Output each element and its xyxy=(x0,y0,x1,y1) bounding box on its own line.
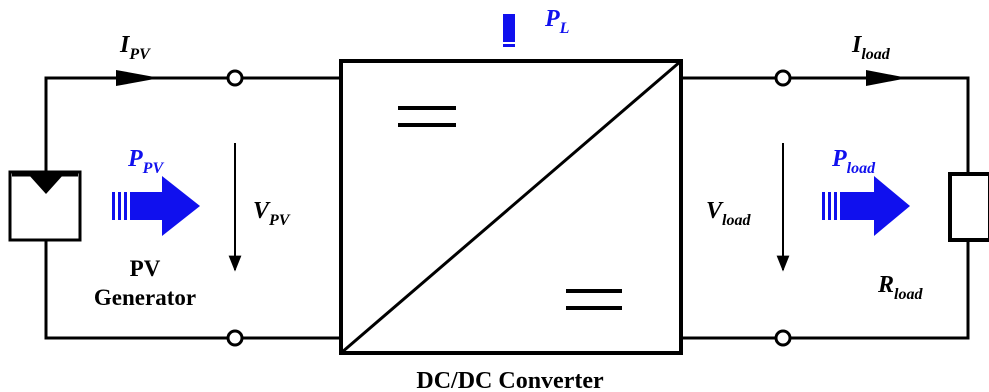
converter-diagonal xyxy=(340,59,682,355)
power-load-arrow-icon xyxy=(822,176,910,236)
pv-generator-label-line2: Generator xyxy=(94,285,196,310)
right-top-wire xyxy=(791,76,970,174)
dc-input-symbol-icon xyxy=(398,106,456,127)
current-load-label: Iload xyxy=(851,32,891,63)
terminal-right-top xyxy=(774,69,792,87)
power-loss-label: PL xyxy=(544,6,570,37)
terminals xyxy=(226,69,792,347)
dc-output-symbol-icon xyxy=(566,289,622,310)
left-bottom-wire xyxy=(44,240,228,340)
terminal-right-bottom xyxy=(774,329,792,347)
dc-dc-converter-block xyxy=(339,59,683,355)
power-pv-label: PPV xyxy=(127,146,164,177)
terminal-left-top xyxy=(226,69,244,87)
right-wires xyxy=(681,76,970,340)
voltage-load-label: Vload xyxy=(706,198,751,229)
pv-generator-label-line1: PV xyxy=(130,256,161,281)
resistance-load-label: Rload xyxy=(877,272,923,303)
load-resistor-icon xyxy=(948,172,989,242)
pv-generator-icon xyxy=(8,170,82,242)
left-top-wire xyxy=(44,76,228,172)
left-wires xyxy=(44,76,341,340)
power-load-label: Pload xyxy=(831,146,876,177)
power-pv-arrow-icon xyxy=(112,176,200,236)
terminal-left-bottom xyxy=(226,329,244,347)
current-load-arrow-icon xyxy=(866,70,908,86)
right-bottom-wire xyxy=(791,240,970,340)
voltage-pv-label: VPV xyxy=(253,198,291,229)
converter-label: DC/DC Converter xyxy=(416,368,604,392)
current-pv-arrow-icon xyxy=(116,70,160,86)
power-loss-icon xyxy=(503,14,515,47)
current-pv-label: IPV xyxy=(119,32,151,63)
